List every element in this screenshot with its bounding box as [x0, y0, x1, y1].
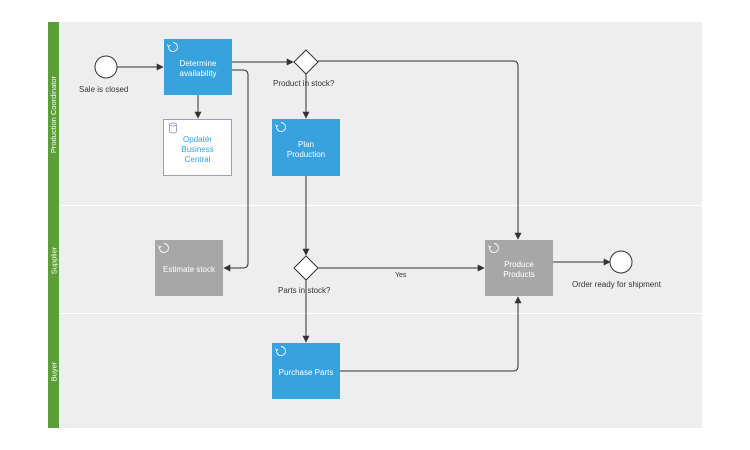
task-label: Opdatér Business Central: [181, 134, 214, 164]
task-label: Plan Production: [286, 139, 326, 159]
gateway-product-in-stock-label: Product in stock?: [273, 79, 335, 88]
lane-band-supplier: [48, 206, 59, 314]
task-label: Purchase Parts: [278, 368, 334, 377]
loop-icon: [488, 243, 499, 253]
start-event-label: Sale is closed: [79, 85, 129, 94]
task-label: Determine availability: [179, 59, 217, 78]
gateway-parts-in-stock-label: Parts in stock?: [278, 286, 331, 295]
task-purchase-parts[interactable]: Purchase Parts: [272, 343, 340, 399]
lane-divider: [59, 313, 702, 314]
sequence-flow: [318, 60, 522, 240]
lane-divider: [59, 205, 702, 206]
gateway-product-in-stock[interactable]: [293, 49, 319, 75]
task-label: Produce Products: [503, 260, 535, 279]
loop-icon: [275, 346, 286, 356]
sequence-flow: [223, 69, 249, 272]
task-plan-production[interactable]: Plan Production: [272, 119, 340, 176]
task-determine-availability[interactable]: Determine availability: [164, 39, 232, 95]
database-icon: [169, 122, 177, 134]
start-event[interactable]: [94, 55, 118, 79]
pool-background: [48, 22, 702, 428]
task-update-business-central[interactable]: Opdatér Business Central: [163, 119, 232, 176]
loop-icon: [167, 42, 178, 52]
end-event-label: Order ready for shipment: [572, 280, 661, 289]
loop-icon: [158, 243, 169, 253]
end-event[interactable]: [609, 250, 633, 274]
task-estimate-stock[interactable]: Estimate stock: [155, 240, 223, 296]
task-produce-products[interactable]: Produce Products: [485, 240, 553, 296]
task-label: Estimate stock: [162, 265, 215, 274]
gateway-parts-in-stock[interactable]: [293, 255, 319, 281]
lane-band-buyer: [48, 314, 59, 428]
loop-icon: [275, 122, 286, 132]
sequence-flow: [340, 296, 522, 372]
flow-yes-label: Yes: [395, 272, 407, 279]
lane-band-production-coordinator: [48, 22, 59, 206]
